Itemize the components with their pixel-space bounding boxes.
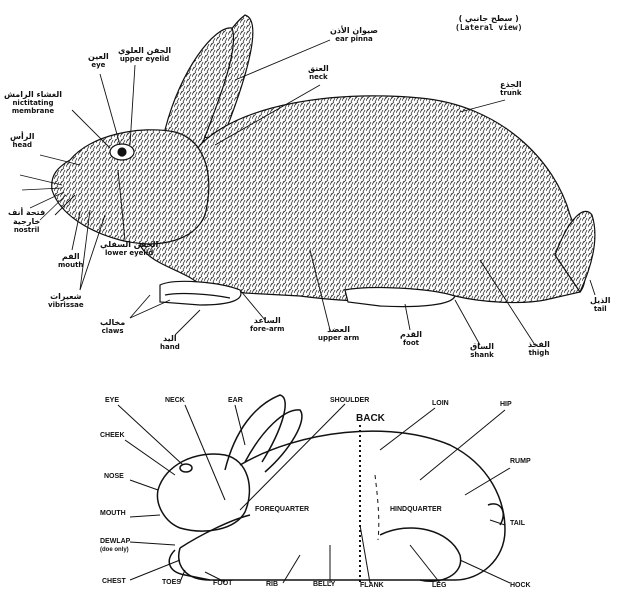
label-back: BACK bbox=[356, 413, 385, 424]
label-neck-top: العنق neck bbox=[308, 64, 329, 81]
label-ear: EAR bbox=[228, 397, 243, 405]
label-head: الرأس head bbox=[10, 132, 35, 149]
label-hip: HIP bbox=[500, 401, 512, 409]
label-thigh: الفخذ thigh bbox=[528, 340, 550, 357]
label-tail-bottom: TAIL bbox=[510, 520, 525, 528]
label-lower-eyelid: الجفن السفلي lower eyelid bbox=[100, 240, 158, 257]
label-dewlap: DEWLAP (doe only) bbox=[100, 538, 130, 553]
label-ear-pinna: صيوان الأذن ear pinna bbox=[330, 26, 378, 43]
label-belly: BELLY bbox=[313, 581, 335, 589]
label-rump: RUMP bbox=[510, 458, 531, 466]
label-upper-eyelid: الجفن العلوي upper eyelid bbox=[118, 46, 171, 63]
label-trunk: الجذع trunk bbox=[500, 80, 522, 97]
label-shoulder: SHOULDER bbox=[330, 397, 369, 405]
label-foot-bottom: FOOT bbox=[213, 580, 232, 588]
label-nose: NOSE bbox=[104, 473, 124, 481]
bottom-leader-lines bbox=[118, 404, 510, 583]
label-upper-arm: العضد upper arm bbox=[318, 325, 359, 342]
label-flank: FLANK bbox=[360, 582, 384, 590]
label-tail-top: الذيل tail bbox=[590, 296, 611, 313]
label-nostril: فتحة أنف خارجية nostril bbox=[8, 208, 45, 234]
label-forequarter: FOREQUARTER bbox=[255, 506, 309, 514]
label-hand: اليد hand bbox=[160, 334, 180, 351]
label-chest: CHEST bbox=[102, 578, 126, 586]
label-loin: LOIN bbox=[432, 400, 449, 408]
label-toes: TOES bbox=[162, 579, 181, 587]
label-fore-arm: الساعد fore-arm bbox=[250, 316, 284, 333]
label-eye-bottom: EYE bbox=[105, 397, 119, 405]
label-foot-top: القدم foot bbox=[400, 330, 422, 347]
label-hindquarter: HINDQUARTER bbox=[390, 506, 442, 514]
label-mouth-top: الفم mouth bbox=[58, 252, 83, 269]
label-vibrissae: شعيرات vibrissae bbox=[48, 292, 84, 309]
bottom-rabbit bbox=[157, 395, 505, 585]
label-rib: RIB bbox=[266, 581, 278, 589]
label-claws: مخالب claws bbox=[100, 318, 125, 335]
view-caption: ( سطح جانبي ) (Lateral view) bbox=[455, 14, 522, 32]
label-hock: HOCK bbox=[510, 582, 531, 590]
label-neck-bottom: NECK bbox=[165, 397, 185, 405]
label-eye-top: العين eye bbox=[88, 52, 109, 69]
label-leg: LEG bbox=[432, 582, 446, 590]
label-nictitating-membrane: الغشاء الرامش nictitating membrane bbox=[4, 90, 62, 115]
label-mouth-bottom: MOUTH bbox=[100, 510, 126, 518]
label-shank: الساق shank bbox=[470, 342, 494, 359]
label-cheek: CHEEK bbox=[100, 432, 125, 440]
